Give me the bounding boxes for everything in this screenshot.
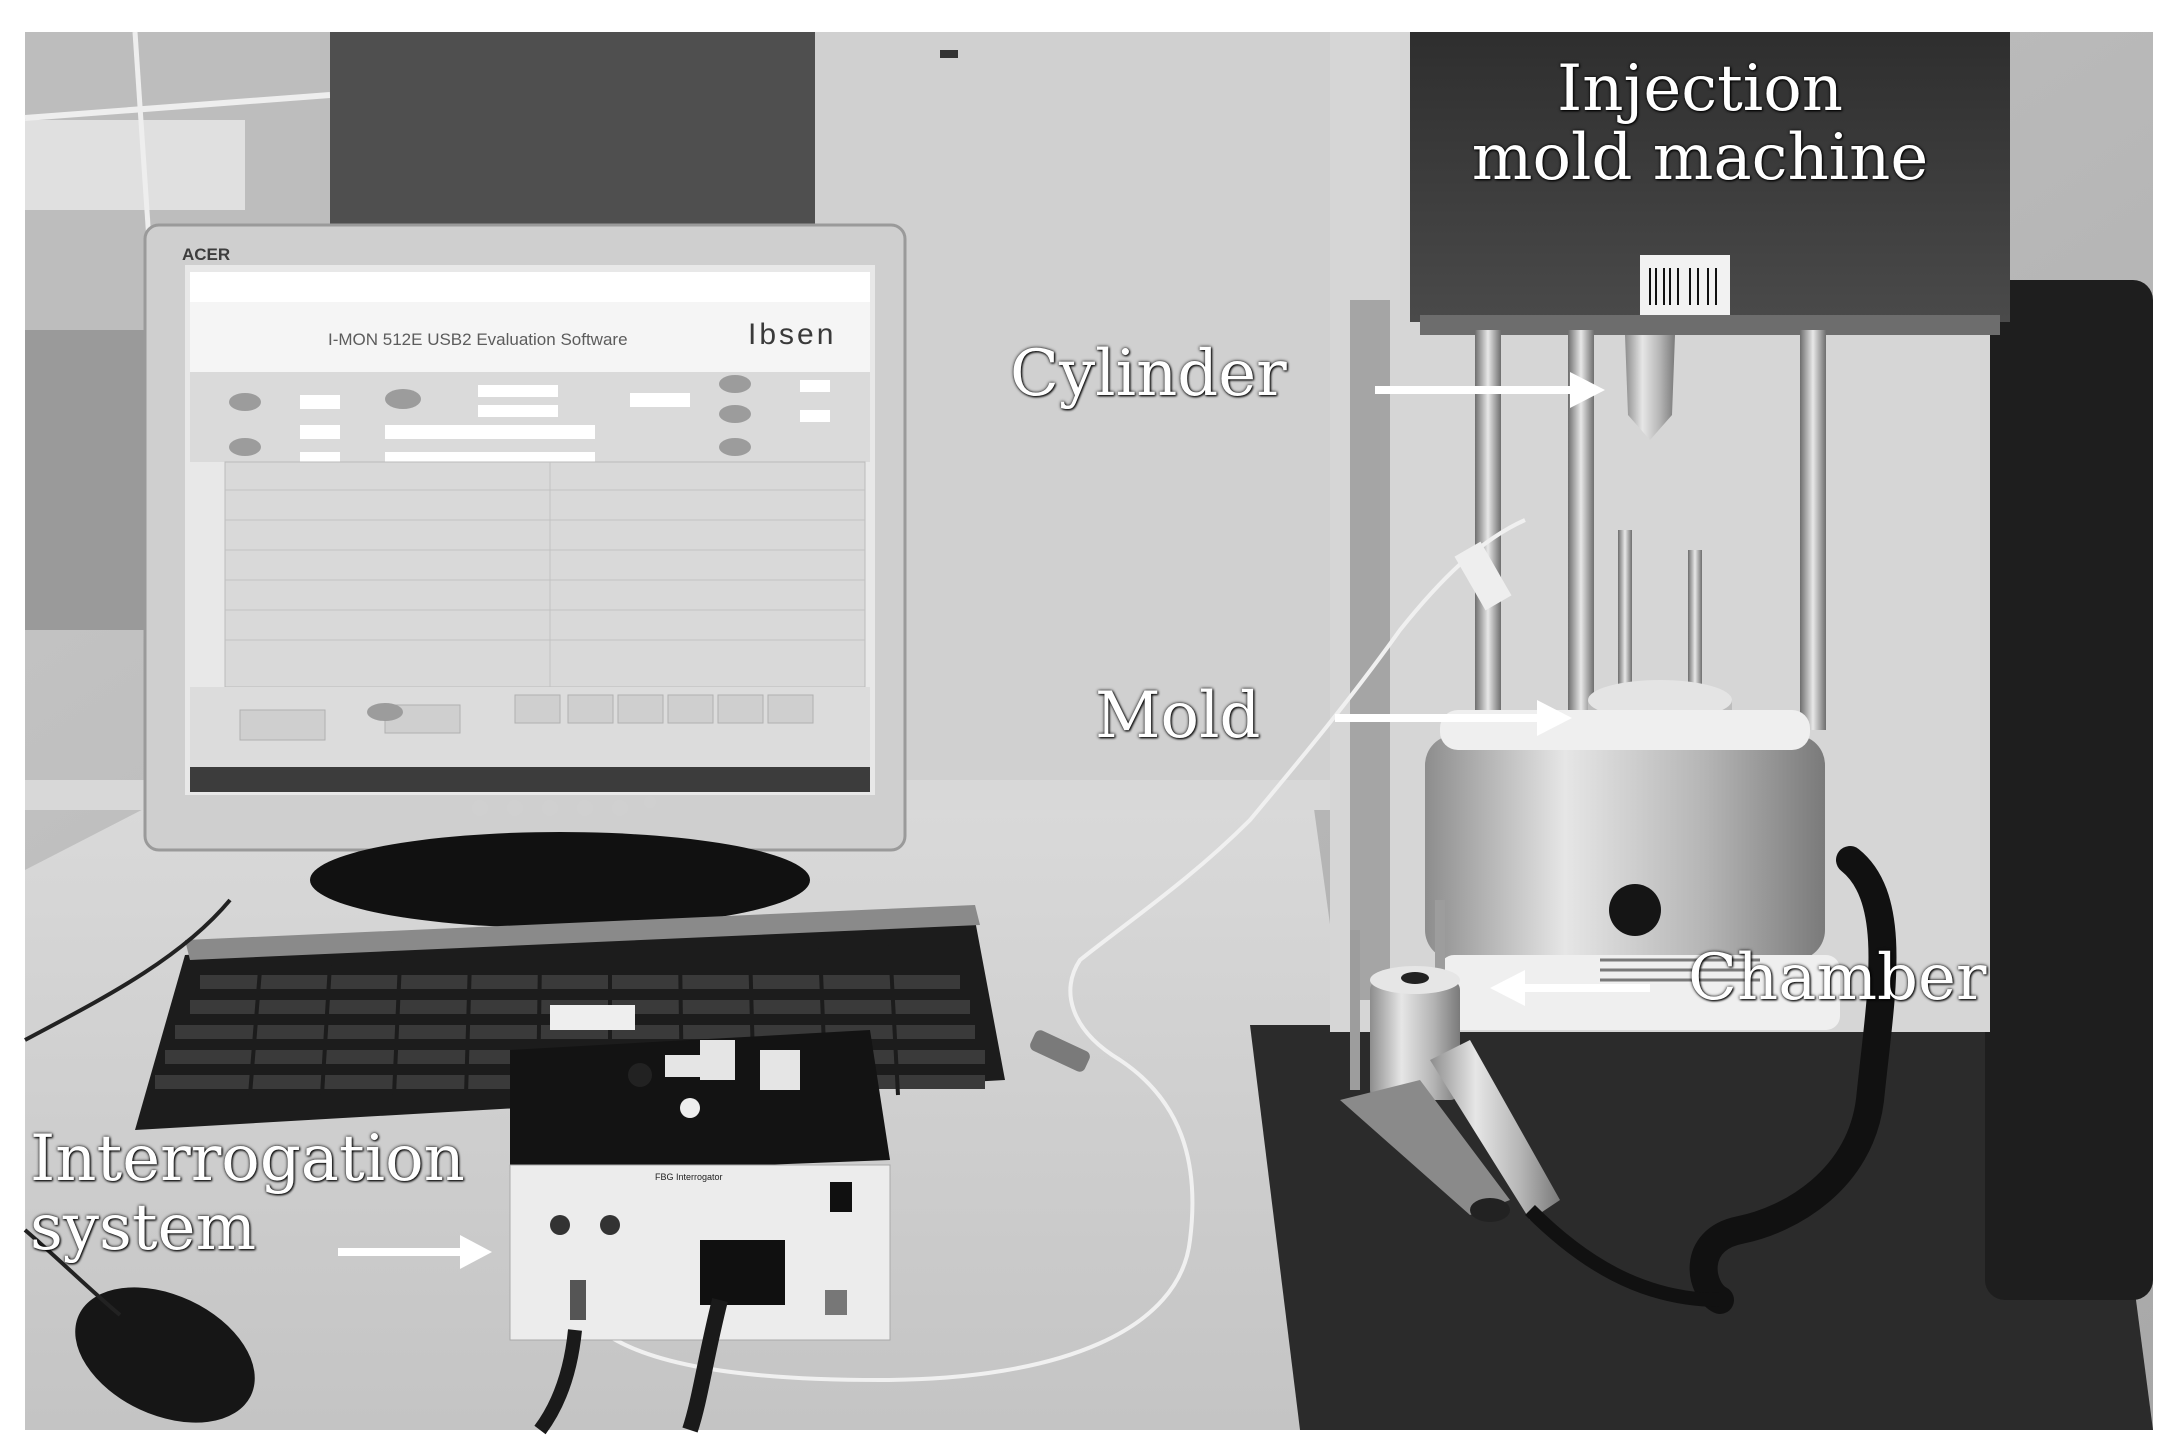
interrogation-label-line1: Interrogation — [30, 1122, 465, 1196]
chamber-arrow — [1490, 970, 1650, 1006]
injection-label-line2: mold machine — [1471, 121, 1929, 196]
software-title: I-MON 512E USB2 Evaluation Software — [328, 330, 628, 349]
software-brand-logo: Ibsen — [748, 318, 837, 351]
injection-mold-machine-label: Injection mold machine — [1435, 52, 1965, 196]
interrogator-device-label: FBG Interrogator — [655, 1172, 723, 1182]
interrogation-arrow — [338, 1235, 492, 1269]
interrogation-label-line2: system — [30, 1191, 257, 1266]
interrogation-system-label: Interrogation system — [30, 1122, 465, 1266]
cylinder-label: Cylinder — [1010, 337, 1287, 411]
photo-area — [23, 31, 2153, 1435]
monitor-brand-logo: ACER — [182, 245, 231, 264]
chamber-label: Chamber — [1688, 941, 1987, 1015]
mold-arrow — [1335, 700, 1572, 736]
cylinder-arrow — [1375, 372, 1605, 408]
injection-label-line1: Injection — [1557, 52, 1843, 126]
mold-label: Mold — [1095, 679, 1261, 753]
